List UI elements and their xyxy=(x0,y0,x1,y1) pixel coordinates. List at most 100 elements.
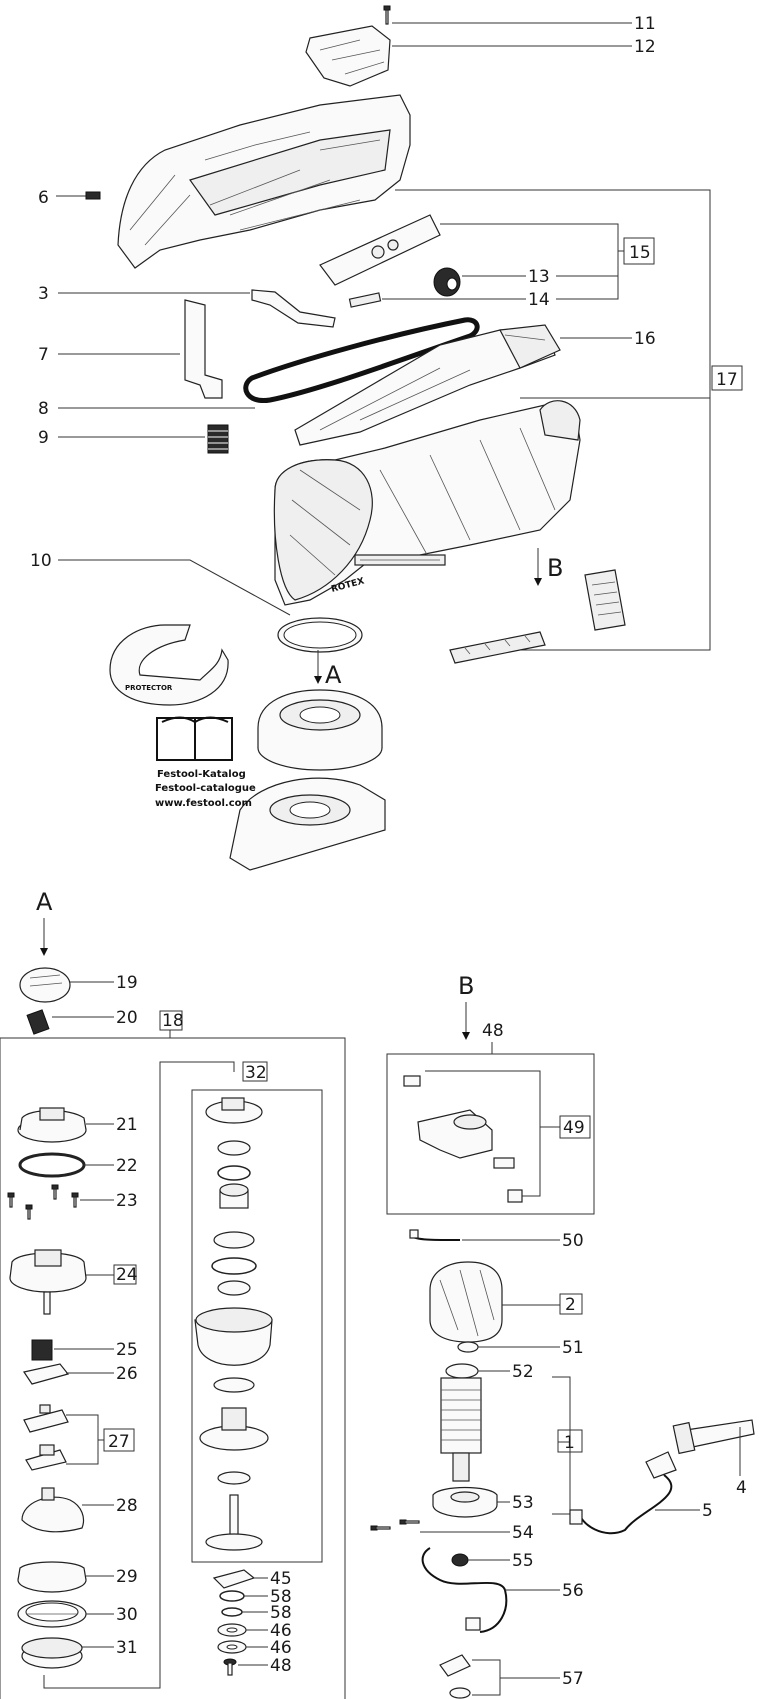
part-46-washer-a xyxy=(217,1623,247,1637)
label-50: 50 xyxy=(562,1231,584,1251)
label-56: 56 xyxy=(562,1581,584,1601)
part-6-screw xyxy=(85,191,101,200)
label-12: 12 xyxy=(634,37,656,57)
view-label-a-section: A xyxy=(36,888,53,916)
label-8: 8 xyxy=(38,399,49,419)
label-48b: 48 xyxy=(270,1656,292,1676)
part-51-bearing xyxy=(457,1341,479,1353)
label-58b: 58 xyxy=(270,1603,292,1623)
label-58a: 58 xyxy=(270,1587,292,1607)
part-26-block xyxy=(23,1363,70,1385)
label-46b: 46 xyxy=(270,1638,292,1658)
label-53: 53 xyxy=(512,1493,534,1513)
view-label-b-section: B xyxy=(458,972,474,1000)
part-10-ring xyxy=(277,617,363,653)
part-31-bearing xyxy=(21,1637,83,1669)
part-30-gear-ring xyxy=(17,1600,87,1628)
catalog-text-2: Festool-catalogue xyxy=(155,783,256,794)
round-sanding-pad xyxy=(257,689,383,771)
label-29: 29 xyxy=(116,1567,138,1587)
part-14-spring xyxy=(348,292,382,308)
label-18: 18 xyxy=(162,1011,184,1031)
catalog-text-3: www.festool.com xyxy=(155,798,252,809)
main-housing: ROTEX xyxy=(273,400,581,606)
part-11-screw xyxy=(383,5,391,25)
part-8-belt xyxy=(243,317,480,403)
label-box-15 xyxy=(623,237,655,265)
part-1-armature xyxy=(440,1377,482,1482)
label-16: 16 xyxy=(634,329,656,349)
label-box-18 xyxy=(159,1010,183,1031)
label-20: 20 xyxy=(116,1008,138,1028)
protector-ring: PROTECTOR xyxy=(109,624,229,706)
label-box-27 xyxy=(103,1428,135,1452)
label-14: 14 xyxy=(528,290,550,310)
part-15-switch-carrier xyxy=(319,214,441,286)
part-9-spring xyxy=(207,424,229,454)
label-21: 21 xyxy=(116,1115,138,1135)
label-45: 45 xyxy=(270,1569,292,1589)
part-2-stator xyxy=(429,1261,503,1343)
label-9: 9 xyxy=(38,428,49,448)
part-22-ring xyxy=(18,1152,86,1178)
part-50-wire xyxy=(409,1229,460,1241)
label-55: 55 xyxy=(512,1551,534,1571)
group-frame-32 xyxy=(191,1089,323,1563)
label-box-32 xyxy=(242,1061,268,1082)
part-58-washer-a xyxy=(219,1590,245,1602)
part-46-washer-b xyxy=(217,1640,247,1654)
label-23: 23 xyxy=(116,1191,138,1211)
label-15: 15 xyxy=(629,243,651,263)
label-13: 13 xyxy=(528,267,550,287)
part-57-brush-holder xyxy=(439,1654,471,1699)
delta-sanding-pad xyxy=(229,777,386,871)
label-5: 5 xyxy=(702,1501,713,1521)
part-7-clip xyxy=(184,299,223,399)
part-23-screws xyxy=(7,1184,79,1220)
part-49-electronics-holder xyxy=(403,1075,523,1203)
part-13-knob xyxy=(433,267,461,297)
label-48a: 48 xyxy=(482,1021,504,1041)
part-19-knob xyxy=(19,967,71,1003)
label-25: 25 xyxy=(116,1340,138,1360)
label-26: 26 xyxy=(116,1364,138,1384)
part-16-extraction-channel xyxy=(294,324,561,446)
view-label-b-top: B xyxy=(547,554,563,582)
label-2: 2 xyxy=(565,1295,576,1315)
upper-housing-shell xyxy=(117,94,411,269)
part-29-bearing-cap xyxy=(17,1561,87,1593)
part-55-nut xyxy=(451,1553,469,1567)
label-10: 10 xyxy=(30,551,52,571)
part-21-cover-plate xyxy=(17,1107,87,1143)
label-28: 28 xyxy=(116,1496,138,1516)
catalog-text-1: Festool-Katalog xyxy=(157,769,246,780)
rating-label-sticker xyxy=(584,569,626,631)
label-7: 7 xyxy=(38,345,49,365)
label-11: 11 xyxy=(634,14,656,34)
label-54: 54 xyxy=(512,1523,534,1543)
label-51: 51 xyxy=(562,1338,584,1358)
view-label-a-top: A xyxy=(325,661,342,689)
label-box-2 xyxy=(559,1293,583,1315)
label-4: 4 xyxy=(736,1478,747,1498)
part-48-screw xyxy=(223,1658,237,1676)
part-54-screws xyxy=(370,1519,420,1531)
label-22: 22 xyxy=(116,1156,138,1176)
part-5-cable xyxy=(569,1451,677,1535)
protector-ring-text: PROTECTOR xyxy=(125,684,173,692)
part-3-lever xyxy=(251,289,336,328)
label-57: 57 xyxy=(562,1669,584,1689)
part-12-cover xyxy=(305,25,391,87)
part-20-spring xyxy=(26,1009,50,1035)
label-46a: 46 xyxy=(270,1621,292,1641)
part-52-bearing xyxy=(445,1363,479,1379)
label-box-49 xyxy=(559,1115,591,1139)
part-28-fan-cap xyxy=(21,1487,85,1533)
spindle-stack xyxy=(194,1097,273,1551)
label-32: 32 xyxy=(245,1063,267,1083)
label-30: 30 xyxy=(116,1605,138,1625)
part-27-brackets xyxy=(23,1404,69,1471)
label-27: 27 xyxy=(108,1432,130,1452)
warning-label-sticker xyxy=(449,631,546,664)
